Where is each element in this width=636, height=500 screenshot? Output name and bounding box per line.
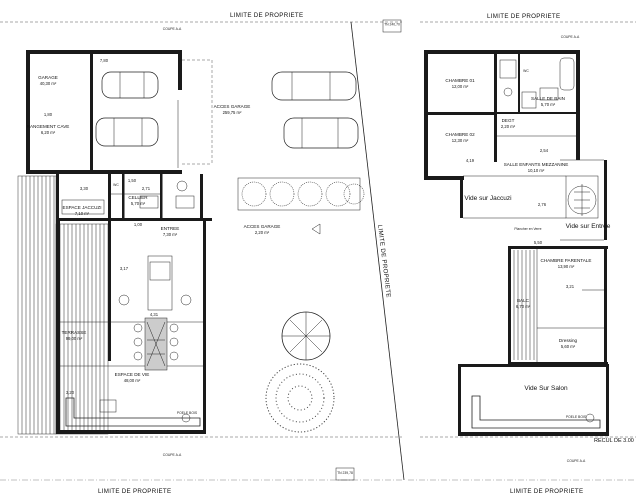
dimension-label: 3,17 <box>120 266 129 271</box>
room-label-acces-garage: ACCES GARAGE <box>214 104 251 109</box>
wc-label-first: WC <box>523 69 529 73</box>
poele-label-first: POELE BOIS <box>566 415 587 419</box>
ground-floor-plan <box>17 50 359 435</box>
room-label-balc: BALC <box>517 298 530 303</box>
coupe-label-ground-top: COUPE A-A <box>163 27 182 31</box>
room-label-garage: GARAGE <box>38 75 58 80</box>
dimension-label: 2,76 <box>538 202 547 207</box>
room-area-chambre-02: 12,30 m² <box>452 138 469 143</box>
tn-marker-top: TN 240,70 <box>382 19 402 33</box>
room-label-chambre-parentale: CHAMBRE PARENTALE <box>541 258 592 263</box>
terrace-decking <box>17 175 109 435</box>
room-area-degt: 2,20 m² <box>501 124 516 129</box>
room-label-mezzanine: SALLE ENFANTS MEZZANINE <box>504 162 569 167</box>
tree-icon <box>265 363 335 433</box>
poele-label-ground: POELE BOIS <box>177 411 198 415</box>
room-area-dressing: 5,60 m² <box>561 344 576 349</box>
room-area-acces-garage-small: 2,20 m² <box>255 230 270 235</box>
room-area-balc: 6,70 m² <box>516 304 531 309</box>
room-label-espace-de-vie: ESPACE DE VIE <box>115 372 150 377</box>
dimension-label: 1,80 <box>44 112 53 117</box>
wc-label-ground: WC <box>113 183 119 187</box>
car-icon <box>271 71 357 101</box>
limite-label-bottom-left: LIMITE DE PROPRIETE <box>98 488 171 495</box>
property-lines <box>0 21 636 481</box>
room-area-garage: 40,30 m² <box>40 81 57 86</box>
svg-text:TN 239,78: TN 239,78 <box>337 471 353 475</box>
vide-label-salon: Vide Sur Salon <box>524 385 568 392</box>
vide-label-jaccuzi: Vide sur Jaccuzi <box>464 195 511 202</box>
room-area-chambre-parentale: 13,90 m² <box>558 264 575 269</box>
vide-label-entree: Vide sur Entrée <box>566 223 611 230</box>
room-label-sdb: SALLE DE BAIN <box>531 96 565 101</box>
tn-marker-bottom: TN 239,78 <box>335 467 355 481</box>
room-area-rangement: 6,20 m² <box>41 130 56 135</box>
car-icon <box>95 117 159 147</box>
room-label-rangement: RANGEMENT CAVE <box>27 124 70 129</box>
dimension-label: 3,21 <box>566 284 575 289</box>
room-label-jaccuzi: ESPACE JACCUZI <box>63 205 102 210</box>
room-area-entree: 7,30 m² <box>163 232 178 237</box>
dimension-label: 4,19 <box>466 158 475 163</box>
dimension-label: 5,50 <box>534 240 543 245</box>
room-area-mezzanine: 10,10 m² <box>528 168 545 173</box>
entry-arrow-icon <box>311 223 321 235</box>
dimension-label: 2,71 <box>142 186 151 191</box>
room-area-sdb: 5,70 m² <box>541 102 556 107</box>
limite-label-top-right: LIMITE DE PROPRIETE <box>487 13 560 20</box>
room-area-acces-garage: 259,75 m² <box>223 110 242 115</box>
room-label-degt: DEGT <box>502 118 515 123</box>
room-area-cellier: 5,70 m² <box>131 201 146 206</box>
room-label-chambre-02: CHAMBRE 02 <box>445 132 475 137</box>
dimension-label: 7,80 <box>100 58 109 63</box>
room-label-terrasse: TERRASSE <box>62 330 87 335</box>
room-area-chambre-01: 12,00 m² <box>452 84 469 89</box>
plancher-label: Plancher en Verre <box>514 227 541 231</box>
svg-text:TN 240,70: TN 240,70 <box>384 23 400 27</box>
room-label-acces-garage-small: ACCES GARAGE <box>244 224 281 229</box>
coupe-label-first-top: COUPE A-A <box>561 35 580 39</box>
dimension-label: 3,20 <box>66 390 75 395</box>
dimension-label: 1,00 <box>134 222 143 227</box>
coupe-label-first-bottom: COUPE A-A <box>567 459 586 463</box>
car-icon <box>283 117 359 149</box>
car-icon <box>101 71 159 99</box>
room-label-cellier: CELLIER <box>128 195 148 200</box>
dimension-label: 1,50 <box>128 178 137 183</box>
hedge-plants <box>237 177 365 211</box>
room-area-terrasse: 99,00 m² <box>66 336 83 341</box>
limite-label-bottom-right: LIMITE DE PROPRIETE <box>510 488 583 495</box>
tree-icon <box>281 311 331 361</box>
room-label-chambre-01: CHAMBRE 01 <box>445 78 475 83</box>
coupe-label-ground-bottom: COUPE A-A <box>163 453 182 457</box>
dimension-label: 4,31 <box>150 312 159 317</box>
room-label-entree: ENTREE <box>161 226 180 231</box>
room-area-espace-de-vie: 48,00 m² <box>124 378 141 383</box>
dimension-label: 2,54 <box>540 148 549 153</box>
room-area-jaccuzi: 7,10 m² <box>75 211 90 216</box>
limite-label-top-left: LIMITE DE PROPRIETE <box>230 12 303 19</box>
recul-label: RECUL DE 3.00 <box>594 438 634 444</box>
first-floor-plan <box>424 50 609 436</box>
dimension-label: 3,30 <box>80 186 89 191</box>
room-label-dressing: Dressing <box>559 338 578 343</box>
